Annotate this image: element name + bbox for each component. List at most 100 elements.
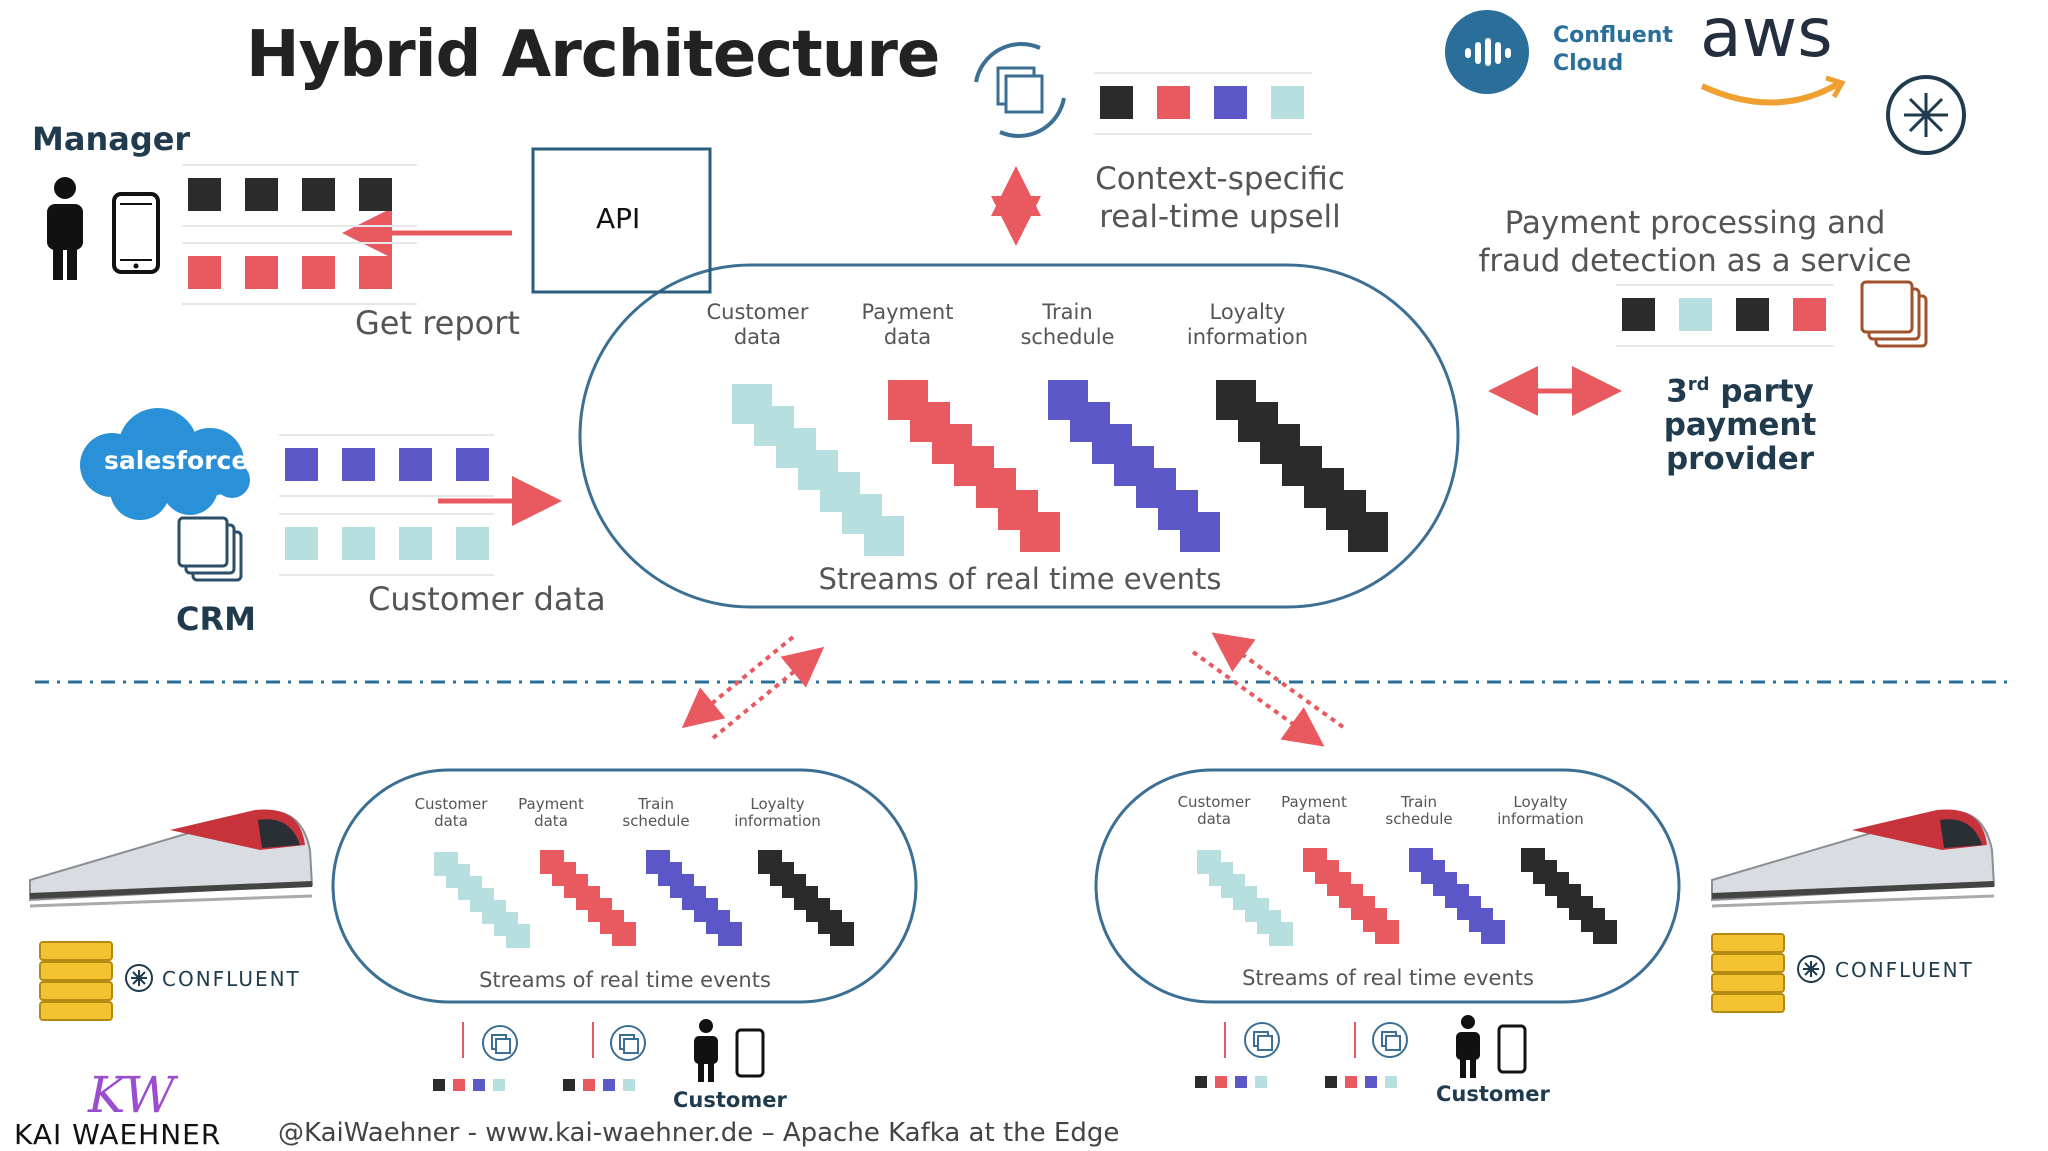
crm-event-square bbox=[399, 448, 432, 481]
kw-logo-icon: KW bbox=[87, 1066, 179, 1124]
aws-logo-icon: aws bbox=[1700, 0, 1833, 73]
edge-stream-label: Customer data bbox=[414, 795, 488, 830]
edge-sync-icon bbox=[1244, 1022, 1280, 1058]
cloud-stream-caption: Streams of real time events bbox=[818, 562, 1222, 596]
event-row-rule bbox=[279, 495, 494, 497]
stream-label-customer-data: Customer data bbox=[706, 300, 809, 349]
cloud-sync-icon bbox=[974, 42, 1066, 138]
crm-label: CRM bbox=[176, 600, 256, 638]
payment-data-event bbox=[1375, 920, 1399, 944]
event-row-rule bbox=[1616, 345, 1834, 347]
edge-event-square bbox=[1215, 1076, 1227, 1088]
api-label: API bbox=[596, 202, 641, 235]
report-event-square bbox=[302, 178, 335, 211]
edge-event-square bbox=[1195, 1076, 1207, 1088]
manager-label: Manager bbox=[32, 120, 191, 158]
stream-label-train-schedule: Train schedule bbox=[1020, 300, 1115, 349]
person-icon bbox=[1456, 1015, 1480, 1078]
train-schedule-event bbox=[718, 922, 742, 946]
report-event-square bbox=[245, 178, 278, 211]
phone-icon bbox=[735, 1028, 765, 1078]
event-row-rule bbox=[182, 225, 417, 227]
edge-sync-icon bbox=[610, 1025, 646, 1061]
stream-label-payment-data: Payment data bbox=[861, 300, 954, 349]
event-row-rule bbox=[182, 242, 417, 244]
event-row-rule bbox=[182, 164, 417, 166]
payment-event-square bbox=[1736, 298, 1769, 331]
footer-credit: @KaiWaehner - www.kai-waehner.de – Apach… bbox=[278, 1118, 1120, 1148]
edge-event-square bbox=[563, 1079, 575, 1091]
edge-event-square bbox=[493, 1079, 505, 1091]
phone-icon bbox=[112, 192, 160, 274]
phone-icon bbox=[1497, 1024, 1527, 1074]
loyalty-event bbox=[830, 922, 854, 946]
edge-customer-label: Customer bbox=[673, 1088, 787, 1112]
edge-stream-label: Payment data bbox=[518, 795, 584, 830]
footer-brand: KAI WAEHNER bbox=[14, 1118, 222, 1151]
edge-event-square bbox=[583, 1079, 595, 1091]
edge-stream-pill-left bbox=[331, 768, 918, 1004]
edge-stream-pill-right bbox=[1094, 768, 1681, 1004]
crm-stack-icon bbox=[177, 516, 243, 582]
train-icon-left bbox=[29, 809, 314, 908]
stream-label-loyalty: Loyalty information bbox=[1186, 300, 1309, 349]
edge-event-square bbox=[433, 1079, 445, 1091]
server-stack-icon-left bbox=[39, 941, 113, 1021]
event-row-rule bbox=[279, 434, 494, 436]
confluent-label: CONFLUENT bbox=[1835, 958, 1974, 982]
crm-event-square bbox=[342, 527, 375, 560]
server-stack-icon-right bbox=[1711, 933, 1785, 1013]
api-box bbox=[531, 147, 712, 294]
stream-cascades bbox=[434, 380, 1617, 948]
edge-sync-icon bbox=[1372, 1022, 1408, 1058]
event-row-rule bbox=[182, 303, 417, 305]
loyalty-event bbox=[1593, 920, 1617, 944]
report-event-square bbox=[302, 256, 335, 289]
edge-stream-label: Customer data bbox=[1177, 793, 1251, 828]
event-row-rule bbox=[1616, 284, 1834, 286]
salesforce-cloud-icon bbox=[80, 408, 250, 520]
confluent-label: CONFLUENT bbox=[162, 967, 301, 991]
event-row-rule bbox=[279, 513, 494, 515]
edge-event-square bbox=[603, 1079, 615, 1091]
payment-event-square bbox=[1793, 298, 1826, 331]
crm-event-square bbox=[456, 448, 489, 481]
upsell-label: Context-specific real-time upsell bbox=[1095, 161, 1345, 235]
payment-provider-stack-icon bbox=[1860, 280, 1928, 348]
report-event-square bbox=[188, 256, 221, 289]
crm-event-square bbox=[285, 527, 318, 560]
person-icon bbox=[47, 177, 83, 280]
edge-stream-label: Train schedule bbox=[1385, 793, 1453, 828]
report-event-square bbox=[359, 256, 392, 289]
edge-stream-label: Loyalty information bbox=[1497, 793, 1584, 828]
edge-event-square bbox=[1235, 1076, 1247, 1088]
confluent-cloud-icon bbox=[1445, 10, 1529, 94]
edge-stream-caption: Streams of real time events bbox=[1242, 966, 1534, 990]
edge-event-square bbox=[1255, 1076, 1267, 1088]
train-schedule-event bbox=[1481, 920, 1505, 944]
edge-stream-label: Train schedule bbox=[622, 795, 690, 830]
sync-arrow-left-up bbox=[711, 646, 825, 740]
report-event-square bbox=[245, 256, 278, 289]
edge-event-square bbox=[453, 1079, 465, 1091]
edge-event-square bbox=[1345, 1076, 1357, 1088]
upsell-event-square bbox=[1157, 86, 1190, 119]
confluent-star-icon-right bbox=[1797, 955, 1825, 983]
payment-data-event bbox=[1020, 512, 1060, 552]
sync-arrow-left-down bbox=[681, 635, 795, 729]
train-icon-right bbox=[1711, 809, 1996, 908]
loyalty-event bbox=[1348, 512, 1388, 552]
page-title: Hybrid Architecture bbox=[246, 18, 940, 92]
report-event-square bbox=[359, 178, 392, 211]
payment-event-square bbox=[1622, 298, 1655, 331]
train-schedule-event bbox=[1180, 512, 1220, 552]
edge-event-square bbox=[1365, 1076, 1377, 1088]
event-row-rule bbox=[1094, 133, 1312, 135]
crm-event-square bbox=[456, 527, 489, 560]
edge-customer-label: Customer bbox=[1436, 1082, 1550, 1106]
edge-event-square bbox=[1325, 1076, 1337, 1088]
salesforce-logo: salesforce bbox=[104, 446, 249, 475]
payment-event-square bbox=[1679, 298, 1712, 331]
report-event-square bbox=[188, 178, 221, 211]
